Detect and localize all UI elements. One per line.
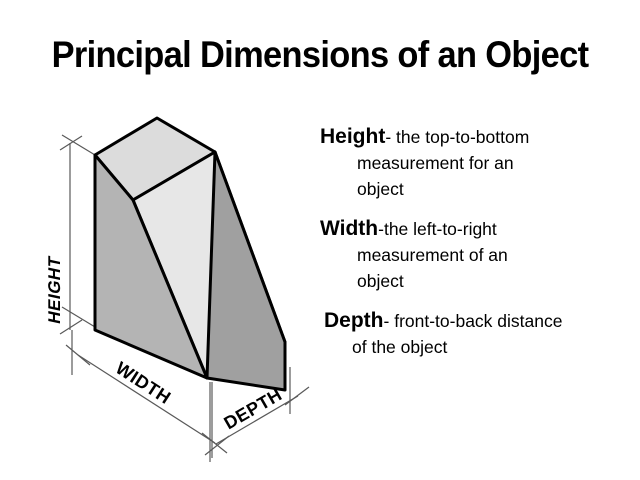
definition-height-line3: object (357, 179, 404, 199)
height-label: HEIGHT (44, 254, 64, 325)
height-tick-bottom (59, 319, 83, 335)
height-tick-top (59, 135, 83, 151)
height-extension-line-top (61, 134, 101, 159)
definition-width-term: Width (320, 217, 379, 240)
width-dimension-line (77, 354, 216, 444)
definition-height-term: Height (320, 125, 386, 148)
definition-depth: Depth- front-to-back distance of the obj… (312, 308, 634, 360)
definition-depth-lead: Depth- front-to-back distance (324, 308, 634, 334)
definition-depth-line2: of the object (352, 337, 448, 357)
definition-height: Height- the top-to-bottom measurement fo… (312, 124, 634, 202)
definition-depth-line1: front-to-back distance (394, 311, 563, 331)
definition-height-line1: the top-to-bottom (396, 127, 530, 147)
definition-width-line3: object (357, 271, 404, 291)
dimension-lines (59, 134, 310, 462)
right-face (205, 150, 287, 392)
depth-tick-far (284, 386, 310, 406)
definition-height-separator: - (385, 127, 392, 147)
definition-width-separator: - (378, 219, 384, 239)
depth-tick-near (204, 435, 230, 456)
definition-height-line2: measurement for an (357, 153, 514, 173)
definitions-list: Height- the top-to-bottom measurement fo… (312, 124, 634, 374)
width-tick-right (201, 432, 228, 454)
definition-depth-separator: - (383, 311, 390, 331)
page-title: Principal Dimensions of an Object (51, 34, 589, 75)
definition-width-line1: the left-to-right (383, 219, 497, 239)
definition-width: Width-the left-to-right measurement of a… (312, 216, 634, 294)
object-solid (93, 116, 287, 392)
width-tick-left (65, 344, 91, 366)
depth-dimension-line (215, 395, 299, 445)
definition-width-line2: measurement of an (357, 245, 508, 265)
definition-height-lead: Height- the top-to-bottom (320, 124, 634, 150)
definition-width-lead: Width-the left-to-right (320, 216, 634, 242)
definition-depth-term: Depth (324, 309, 384, 332)
